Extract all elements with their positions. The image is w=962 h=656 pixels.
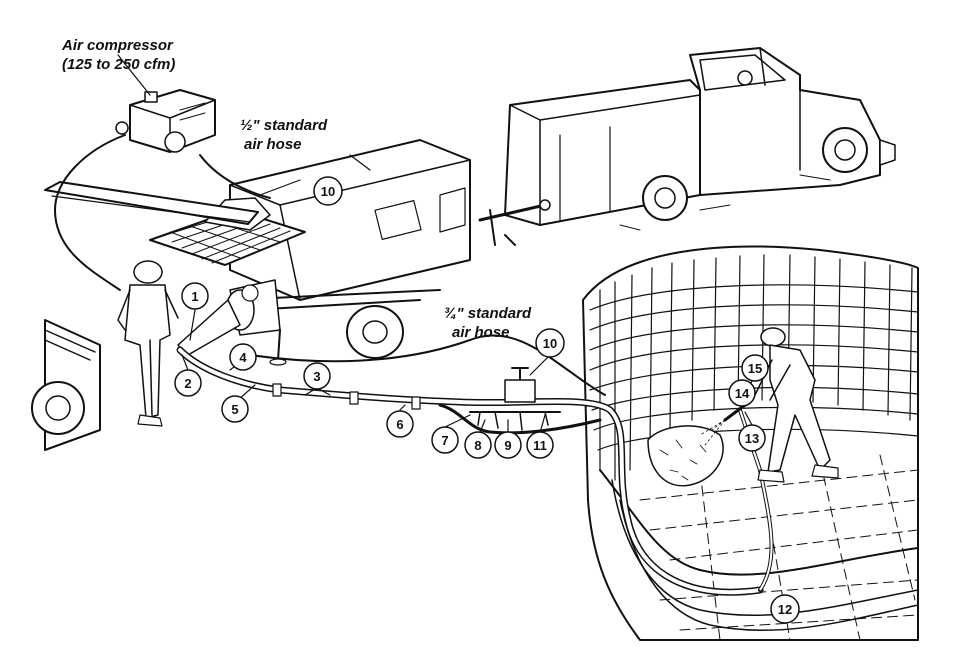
- callout-3: 3: [303, 362, 331, 390]
- half-inch-hose-label-line1: ½" standard: [240, 117, 328, 134]
- hoses: [54, 134, 774, 596]
- text-labels: Air compressor (125 to 250 cfm) ½" stand…: [61, 37, 532, 341]
- callout-2: 2: [174, 369, 202, 397]
- svg-text:7: 7: [441, 433, 448, 448]
- callout-11: 11: [526, 431, 554, 459]
- callout-15: 15: [741, 354, 769, 382]
- callout-1: 1: [181, 282, 209, 310]
- worker-at-pump: [117, 260, 179, 427]
- svg-text:6: 6: [396, 417, 403, 432]
- callout-14: 14: [728, 379, 756, 407]
- half-inch-hose-label-line2: air hose: [244, 136, 302, 153]
- callout-10-manifold: 10: [535, 328, 565, 358]
- callout-4: 4: [229, 343, 257, 371]
- svg-text:13: 13: [745, 431, 759, 446]
- callout-7: 7: [431, 426, 459, 454]
- callout-13: 13: [738, 424, 766, 452]
- nozzle-worker: [699, 327, 839, 483]
- svg-text:5: 5: [231, 402, 238, 417]
- svg-text:4: 4: [239, 350, 247, 365]
- three-quarter-inch-hose-label-line2: air hose: [452, 324, 510, 341]
- callout-9: 9: [494, 431, 522, 459]
- svg-text:14: 14: [735, 386, 750, 401]
- left-truck-fragment: [31, 319, 101, 451]
- pickup-truck: [504, 47, 896, 231]
- air-compressor: [115, 54, 216, 153]
- svg-text:8: 8: [474, 438, 481, 453]
- svg-text:10: 10: [321, 184, 335, 199]
- air-compressor-label-line1: Air compressor: [61, 37, 174, 54]
- svg-text:11: 11: [533, 438, 547, 453]
- callout-8: 8: [464, 431, 492, 459]
- svg-text:12: 12: [778, 602, 792, 617]
- shotcrete-pump: [44, 139, 471, 366]
- air-compressor-label-line2: (125 to 250 cfm): [62, 56, 175, 73]
- svg-text:3: 3: [313, 369, 320, 384]
- callout-10-pump: 10: [313, 176, 343, 206]
- callout-5: 5: [221, 395, 249, 423]
- callout-12: 12: [770, 594, 800, 624]
- svg-text:2: 2: [184, 376, 191, 391]
- svg-text:9: 9: [504, 438, 511, 453]
- callout-6: 6: [386, 410, 414, 438]
- svg-text:1: 1: [191, 289, 198, 304]
- trailer-hitch: [478, 199, 551, 246]
- svg-text:10: 10: [543, 336, 557, 351]
- callouts: 1 2 3 4 5 6 7 8 9 10 10 11 12 13 14 15: [174, 176, 800, 624]
- three-quarter-inch-hose-label-line1: ¾" standard: [444, 305, 532, 322]
- svg-text:15: 15: [748, 361, 762, 376]
- manifold: [438, 367, 602, 435]
